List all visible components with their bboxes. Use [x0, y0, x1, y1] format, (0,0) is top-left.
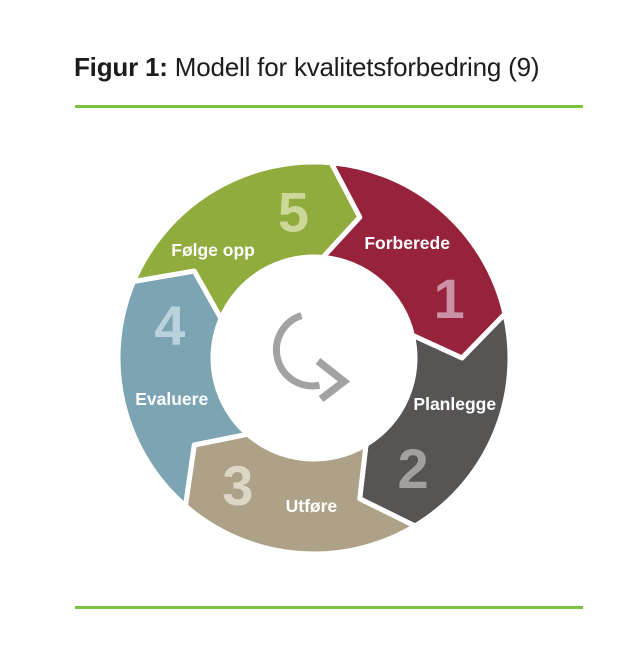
segment-label: Evaluere	[135, 389, 208, 409]
segment-number: 1	[434, 267, 465, 330]
top-divider	[75, 105, 583, 108]
segment-number: 3	[222, 454, 253, 517]
segment-number: 2	[397, 437, 428, 500]
segment-number: 5	[278, 181, 309, 244]
segment-label: Forberede	[364, 233, 450, 253]
bottom-divider	[75, 606, 583, 609]
figure-caption: Figur 1: Modell for kvalitetsforbedring …	[74, 52, 614, 83]
segment-number: 4	[154, 294, 185, 357]
segment-planlegge	[357, 311, 513, 529]
caption-text: Modell for kvalitetsforbedring (9)	[167, 52, 540, 82]
caption-prefix: Figur 1:	[74, 52, 168, 82]
segment-label: Følge opp	[171, 240, 255, 260]
segment-label: Utføre	[286, 496, 338, 516]
segment-forberede	[320, 160, 508, 361]
segment-f-lge-opp	[131, 159, 363, 322]
cycle-arrow-icon	[272, 312, 351, 402]
segment-label: Planlegge	[413, 394, 496, 414]
